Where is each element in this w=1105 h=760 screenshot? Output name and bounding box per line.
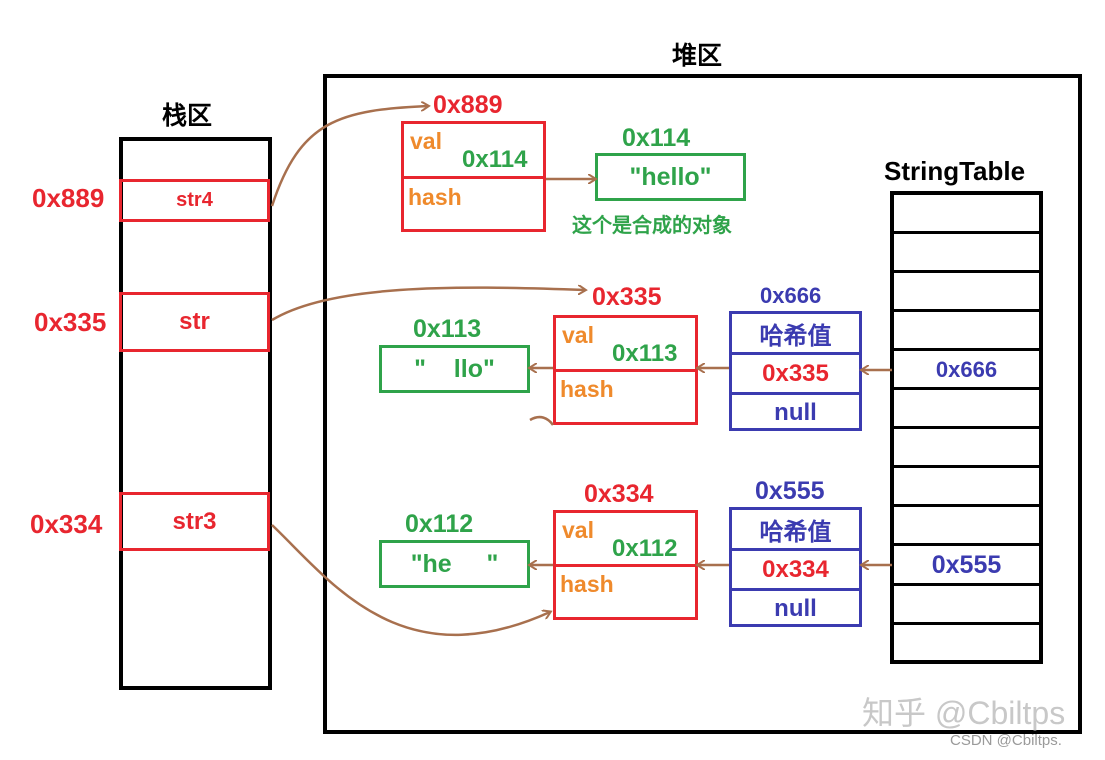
string-table-ref-555: 0x555 (931, 550, 1002, 579)
hash-label: hash (560, 571, 614, 597)
str-114-addr: 0x114 (622, 124, 691, 152)
stack-addr-889: 0x889 (32, 183, 105, 213)
entry-666: 哈希值 0x335 null (729, 311, 862, 431)
stack-addr-334: 0x334 (30, 509, 103, 539)
str-113: " llo" (379, 345, 530, 393)
hash-label: hash (560, 376, 614, 402)
string-table-title: StringTable (884, 156, 1026, 186)
str-114: "hello" (595, 153, 746, 201)
watermark-zhihu: 知乎 @Cbiltps (862, 695, 1066, 731)
obj-334: val 0x112 hash (553, 510, 698, 620)
string-value: "hello" (629, 162, 712, 191)
stack-addr-335: 0x335 (34, 307, 107, 337)
string-table: 0x666 0x555 (890, 191, 1043, 664)
hash-value: 哈希值 (759, 518, 832, 546)
heap-frame (323, 74, 1082, 734)
heap-title: 堆区 (672, 42, 723, 70)
val-label: val (562, 517, 594, 543)
stack-slot-str4: str4 (119, 179, 270, 222)
stack-slot-str: str (119, 292, 270, 352)
stack-slot-label: str3 (172, 507, 217, 535)
synthesized-note: 这个是合成的对象 (572, 215, 732, 237)
stack-title: 栈区 (162, 102, 213, 130)
val-value: 0x112 (612, 535, 678, 562)
divider (556, 564, 695, 567)
string-value: " llo" (414, 354, 495, 383)
entry-next: null (774, 595, 817, 622)
stack-frame (119, 137, 272, 690)
divider (732, 588, 859, 591)
val-label: val (562, 322, 594, 348)
str-112-addr: 0x112 (405, 510, 474, 538)
string-value: "he " (410, 549, 499, 578)
obj-889: val 0x114 hash (401, 121, 546, 232)
obj-889-addr: 0x889 (433, 91, 503, 119)
divider (404, 176, 543, 179)
entry-ref: 0x335 (762, 359, 829, 387)
stack-slot-label: str4 (176, 189, 213, 211)
entry-555: 哈希值 0x334 null (729, 507, 862, 627)
entry-next: null (774, 399, 817, 426)
hash-value: 哈希值 (759, 322, 832, 350)
obj-335: val 0x113 hash (553, 315, 698, 425)
entry-555-addr: 0x555 (755, 477, 825, 505)
val-value: 0x113 (612, 340, 678, 367)
entry-666-addr: 0x666 (760, 283, 822, 308)
divider (556, 369, 695, 372)
watermark-csdn: CSDN @Cbiltps. (950, 732, 1062, 749)
divider (732, 392, 859, 395)
stack-slot-label: str (179, 308, 210, 335)
str-113-addr: 0x113 (413, 315, 482, 343)
str-112: "he " (379, 540, 530, 588)
val-value: 0x114 (462, 146, 528, 173)
stack-slot-str3: str3 (119, 492, 270, 551)
obj-335-addr: 0x335 (592, 283, 662, 311)
divider (732, 352, 859, 355)
obj-334-addr: 0x334 (584, 480, 654, 508)
val-label: val (410, 128, 442, 154)
entry-ref: 0x334 (762, 555, 829, 583)
hash-label: hash (408, 184, 462, 210)
string-table-ref-666: 0x666 (935, 357, 998, 382)
divider (732, 548, 859, 551)
